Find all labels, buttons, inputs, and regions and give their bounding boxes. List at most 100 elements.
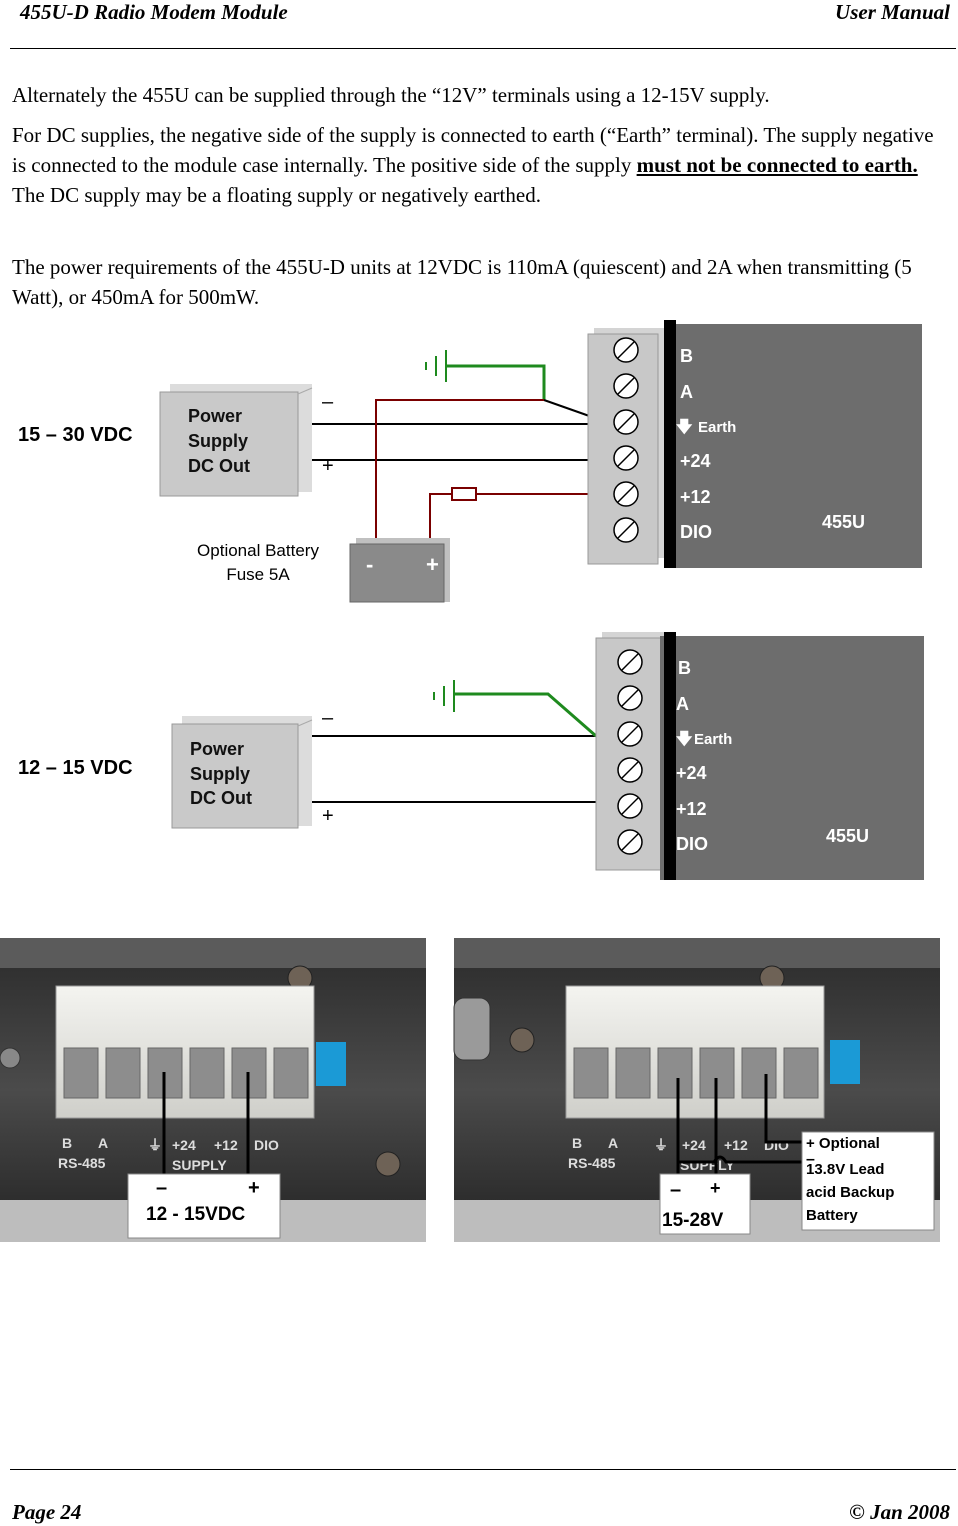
case-label-rs485: RS-485	[568, 1155, 616, 1171]
ps-label-3: DC Out	[190, 788, 252, 808]
battery-label-minus: –	[806, 1151, 815, 1168]
module-name: 455U	[826, 826, 869, 846]
terminal-label-dio: DIO	[676, 834, 708, 854]
terminal-label-b: B	[678, 658, 691, 678]
label-minus: –	[670, 1179, 681, 1201]
terminal-label-earth: Earth	[694, 731, 732, 748]
terminal-connector	[55, 985, 315, 1119]
ps-label-1: Power	[188, 406, 242, 426]
power-supply-box: Power Supply DC Out	[171, 716, 313, 829]
battery-plus: +	[426, 552, 439, 577]
terminal-label-12: +12	[680, 487, 711, 507]
battery-minus: -	[366, 552, 373, 577]
battery-label-box	[801, 1131, 935, 1231]
case-label-12: +12	[214, 1137, 238, 1153]
paragraph-dc-supplies: For DC supplies, the negative side of th…	[12, 120, 942, 210]
screw-icon	[0, 1047, 21, 1069]
battery-note-1: Optional Battery	[197, 541, 319, 560]
ps-label-1: Power	[190, 739, 244, 759]
battery-label-line2: 13.8V Lead	[806, 1161, 884, 1178]
terminal-block	[587, 328, 664, 565]
case-label-dio: DIO	[764, 1137, 789, 1153]
earth-symbol	[425, 350, 546, 400]
voltage-label-15-30: 15 – 30 VDC	[18, 424, 133, 446]
label-plus: +	[710, 1178, 721, 1198]
ps-plus-sign: +	[322, 805, 334, 827]
case-label-rs485: RS-485	[58, 1155, 106, 1171]
terminal-label-a: A	[680, 382, 693, 402]
case-label-24: +24	[172, 1137, 196, 1153]
header-title: 455U-D Radio Modem Module	[20, 0, 288, 24]
header-doc-type: User Manual	[835, 0, 950, 24]
battery-note-2: Fuse 5A	[226, 565, 290, 584]
connector-port	[453, 997, 491, 1061]
earth-symbol	[433, 680, 597, 738]
terminal-block	[595, 632, 668, 871]
case-label-supply: SUPPLY	[172, 1157, 227, 1173]
module-455u: B A 🡇 Earth +24 +12 DIO 455U	[664, 320, 922, 568]
wire-battery-positive	[764, 1074, 808, 1144]
ps-label-2: Supply	[188, 431, 248, 451]
footer-copyright: © Jan 2008	[849, 1500, 950, 1524]
case-label-b: B	[62, 1135, 72, 1151]
supply-label-box	[127, 1173, 281, 1239]
case-label-12: +12	[724, 1137, 748, 1153]
battery: - +	[349, 538, 450, 603]
wiring-photos: B A ⏚ +24 +12 DIO RS-485 SUPPLY – + 12 -…	[0, 938, 940, 1242]
photo-15-28v-wiring: B A ⏚ +24 +12 DIO RS-485 SUPPLY – + 15-2…	[453, 938, 940, 1242]
ps-label-3: DC Out	[188, 456, 250, 476]
wire-battery-negative	[375, 399, 544, 546]
earth-arrow-icon: 🡇	[676, 731, 693, 748]
label-plus: +	[248, 1177, 260, 1199]
case-label-earth: ⏚	[654, 1137, 668, 1153]
supply-label-box	[659, 1173, 751, 1235]
case-label-a: A	[608, 1135, 618, 1151]
diagram-15-30vdc: 15 – 30 VDC Power Supply DC Out – + Opti…	[18, 320, 922, 603]
paragraph-dc-text-a: For DC supplies, the negative side of th…	[12, 123, 934, 177]
footer-rule	[10, 1469, 956, 1470]
dip-switch	[316, 1042, 346, 1086]
case-label-dio: DIO	[254, 1137, 279, 1153]
warning-not-earth: must not be connected to earth.	[636, 153, 918, 177]
label-minus: –	[156, 1177, 167, 1199]
wire-battery-negative	[678, 1155, 808, 1164]
module-455u: B A 🡇 Earth +24 +12 DIO 455U	[660, 632, 924, 880]
screw-icon	[375, 1151, 401, 1177]
paragraph-power-requirements: The power requirements of the 455U-D uni…	[12, 255, 912, 309]
ps-minus-sign: –	[322, 391, 334, 413]
case-label-earth: ⏚	[148, 1137, 162, 1153]
power-supply-box: Power Supply DC Out	[159, 384, 313, 497]
terminal-label-a: A	[676, 694, 689, 714]
paragraph-dc-text-c: The DC supply may be a floating supply o…	[12, 183, 541, 207]
earth-arrow-icon: 🡇	[676, 419, 693, 436]
ps-minus-sign: –	[322, 707, 334, 729]
terminal-label-24: +24	[676, 763, 707, 783]
label-voltage: 15-28V	[662, 1210, 724, 1231]
header-rule	[10, 48, 956, 49]
photo-12-15vdc-wiring: B A ⏚ +24 +12 DIO RS-485 SUPPLY – + 12 -…	[0, 938, 426, 1242]
battery-label-line4: Battery	[806, 1207, 858, 1224]
terminal-label-earth: Earth	[698, 419, 736, 436]
case-label-supply: SUPPLY	[680, 1157, 735, 1173]
case-label-b: B	[572, 1135, 582, 1151]
wire-battery-positive	[429, 493, 452, 546]
battery-label-line3: acid Backup	[806, 1184, 894, 1201]
paragraph-supply-12v: Alternately the 455U can be supplied thr…	[12, 83, 770, 107]
terminal-label-24: +24	[680, 451, 711, 471]
case-label-24: +24	[682, 1137, 706, 1153]
case-label-a: A	[98, 1135, 108, 1151]
diagram-12-15vdc: 12 – 15 VDC Power Supply DC Out – +	[18, 632, 924, 880]
ps-plus-sign: +	[322, 455, 334, 477]
fuse	[451, 487, 477, 501]
terminal-connector	[565, 985, 825, 1119]
voltage-label-12-15: 12 – 15 VDC	[18, 757, 133, 779]
terminal-label-dio: DIO	[680, 522, 712, 542]
footer-page-number: Page 24	[12, 1500, 82, 1524]
screw-icon	[509, 1027, 535, 1053]
terminal-label-12: +12	[676, 799, 707, 819]
dip-switch	[830, 1040, 860, 1084]
module-name: 455U	[822, 512, 865, 532]
wiring-diagrams: 15 – 30 VDC Power Supply DC Out – + Opti…	[18, 320, 924, 880]
ps-label-2: Supply	[190, 764, 250, 784]
label-voltage: 12 - 15VDC	[146, 1204, 246, 1225]
